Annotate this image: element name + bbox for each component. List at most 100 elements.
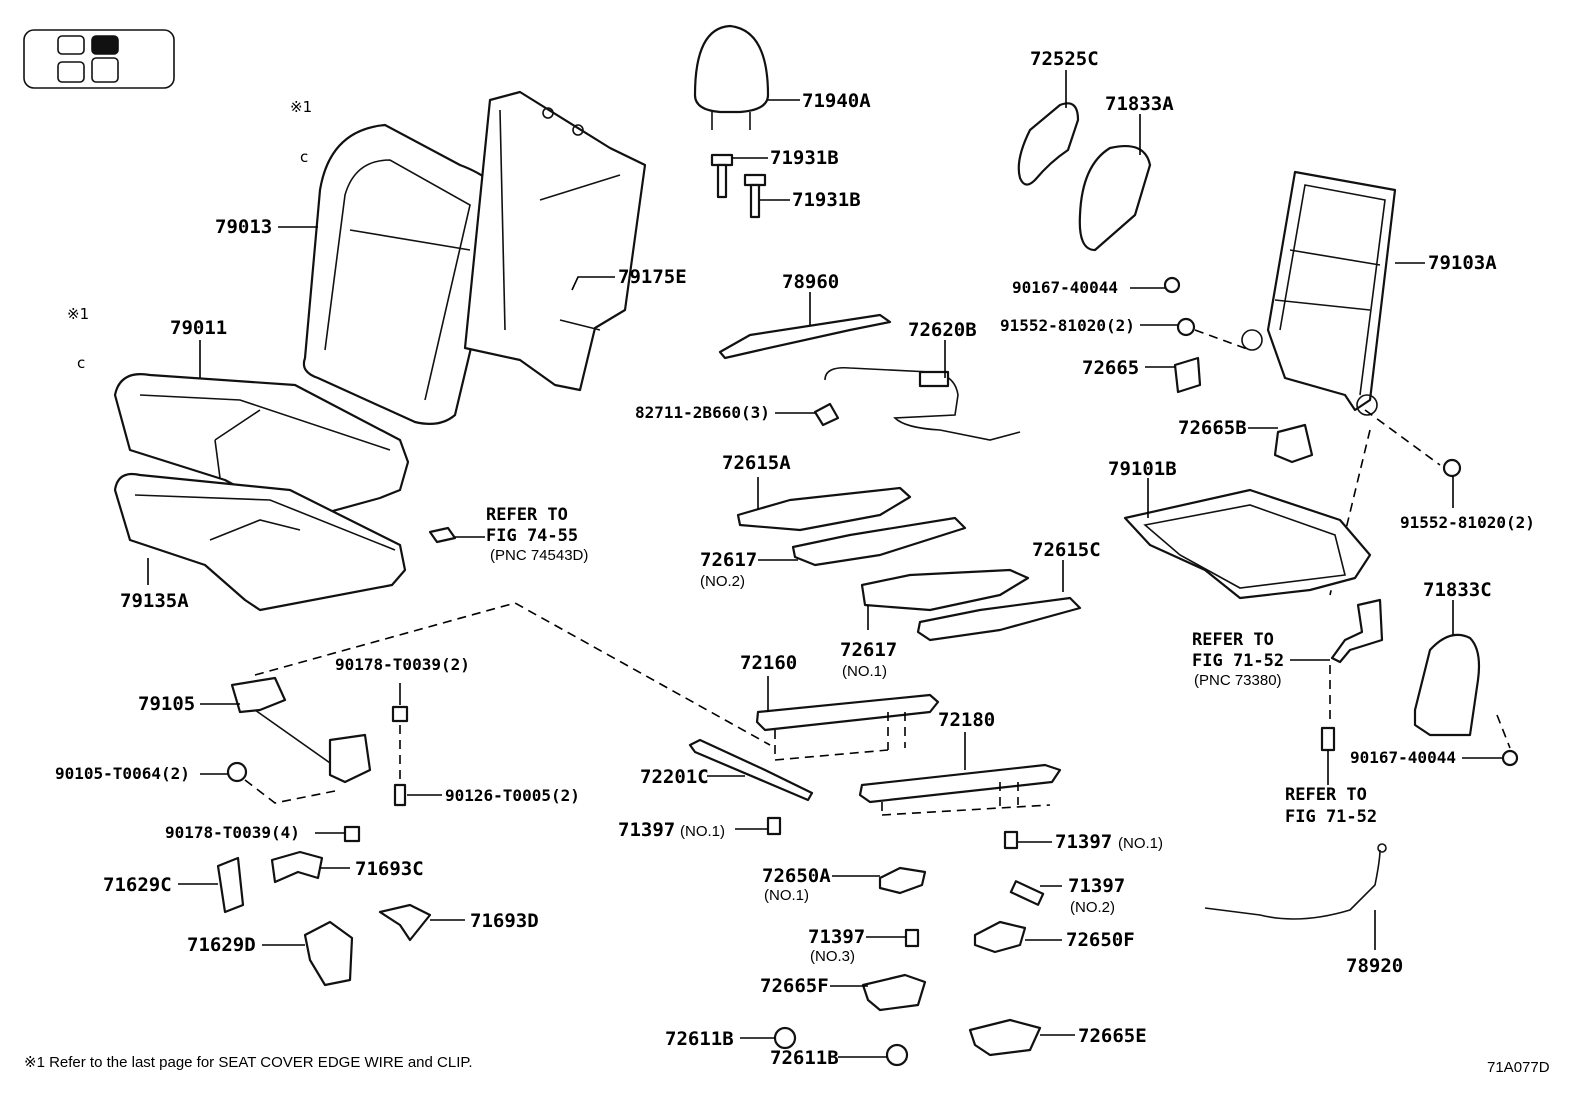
label-72665: 72665 bbox=[1082, 357, 1139, 379]
label-72665F: 72665F bbox=[760, 975, 829, 997]
wire-harness-72620B bbox=[824, 366, 1021, 441]
cover-71629D bbox=[303, 920, 354, 987]
label-79013: 79013 bbox=[215, 216, 272, 238]
seat-track-72180 bbox=[858, 763, 1062, 816]
bracket-refer-73380 bbox=[1330, 598, 1384, 664]
label-90178-b: 90178-T0039(4) bbox=[165, 823, 300, 842]
label-82711: 82711-2B660(3) bbox=[635, 403, 770, 422]
refer2-line1: REFER TO bbox=[1192, 630, 1274, 650]
clip-72611B-b bbox=[885, 1043, 909, 1067]
label-79105: 79105 bbox=[138, 693, 195, 715]
cable-78920 bbox=[1204, 849, 1381, 920]
figure-code: 71A077D bbox=[1487, 1059, 1550, 1076]
label-91552-a: 91552-81020(2) bbox=[1000, 316, 1135, 335]
nut-90178-b bbox=[343, 825, 361, 843]
bolts-71397 bbox=[766, 816, 1045, 948]
refer1-line1: REFER TO bbox=[486, 505, 568, 525]
note-71397-c: (NO.2) bbox=[1070, 899, 1115, 916]
cover-71629C bbox=[216, 856, 245, 914]
label-71931B-b: 71931B bbox=[792, 189, 861, 211]
label-90178-a: 90178-T0039(2) bbox=[335, 655, 470, 674]
label-90126: 90126-T0005(2) bbox=[445, 786, 580, 805]
label-71397-d: 71397 bbox=[808, 926, 865, 948]
label-90167-a: 90167-40044 bbox=[1012, 278, 1118, 297]
bolt-91552-b bbox=[1442, 458, 1462, 478]
refer-pad-piece bbox=[428, 526, 457, 544]
refer2-line3: (PNC 73380) bbox=[1194, 672, 1282, 689]
nut-90178-a bbox=[391, 705, 409, 723]
label-79101B: 79101B bbox=[1108, 458, 1177, 480]
label-71629D: 71629D bbox=[187, 934, 256, 956]
dash-right-lower bbox=[1329, 665, 1511, 749]
label-71833A: 71833A bbox=[1105, 93, 1174, 115]
clip-82711 bbox=[813, 402, 840, 427]
footnote-markers: ※1 c ※1 c bbox=[67, 98, 312, 372]
cushion-frame-cover-72615A bbox=[736, 486, 912, 532]
link-72201C bbox=[688, 738, 814, 802]
label-71833C: 71833C bbox=[1423, 579, 1492, 601]
headrest-support-71931B bbox=[710, 153, 767, 219]
label-72160: 72160 bbox=[740, 652, 797, 674]
refer1-line2: FIG 74-55 bbox=[486, 526, 578, 546]
dash-lower-left bbox=[244, 602, 771, 804]
label-79103A: 79103A bbox=[1428, 252, 1497, 274]
label-71397-a: 71397 bbox=[618, 819, 675, 841]
cover-71693C bbox=[270, 850, 324, 884]
clip-glyph-a: c bbox=[300, 148, 308, 166]
label-72180: 72180 bbox=[938, 709, 995, 731]
label-72650A: 72650A bbox=[762, 865, 831, 887]
refer3-line1: REFER TO bbox=[1285, 785, 1367, 805]
cover-72665E bbox=[968, 1018, 1042, 1057]
screw-90167-b bbox=[1501, 749, 1519, 767]
label-72617-no2: 72617 bbox=[700, 549, 757, 571]
cover-72665F bbox=[861, 973, 927, 1012]
seatback-cover-79013 bbox=[302, 123, 507, 425]
cable-78920-end bbox=[1377, 843, 1387, 853]
seat-position-icon bbox=[23, 29, 175, 89]
bolt-refer-7152 bbox=[1320, 726, 1336, 752]
label-72650F: 72650F bbox=[1066, 929, 1135, 951]
label-72201C: 72201C bbox=[640, 766, 709, 788]
seatback-frame-79103A bbox=[1241, 170, 1397, 416]
screw-90167-a bbox=[1163, 276, 1181, 294]
note-71397-a: (NO.1) bbox=[680, 823, 725, 840]
label-79135A: 79135A bbox=[120, 590, 189, 612]
clip-glyph-b: c bbox=[77, 354, 85, 372]
note-71397-d: (NO.3) bbox=[810, 948, 855, 965]
recliner-cover-71833A bbox=[1078, 144, 1152, 252]
label-71693C: 71693C bbox=[355, 858, 424, 880]
label-72615C: 72615C bbox=[1032, 539, 1101, 561]
cushion-bracket-72617-no1 bbox=[916, 596, 1082, 642]
part-labels: 79013 79011 79175E 79135A 79105 71940A 7… bbox=[55, 48, 1535, 1069]
belt-78960 bbox=[718, 313, 892, 360]
cushion-frame-cover-72615C bbox=[860, 568, 1030, 612]
cushion-bracket-72617-no2 bbox=[791, 516, 967, 567]
label-72620B: 72620B bbox=[908, 319, 977, 341]
label-71693D: 71693D bbox=[470, 910, 539, 932]
label-71629C: 71629C bbox=[103, 874, 172, 896]
recliner-cover-71833C bbox=[1413, 633, 1481, 737]
label-72615A: 72615A bbox=[722, 452, 791, 474]
label-90167-b: 90167-40044 bbox=[1350, 748, 1456, 767]
note-71397-b: (NO.1) bbox=[1118, 835, 1163, 852]
headrest-71940A bbox=[693, 24, 770, 130]
bracket-72665B bbox=[1273, 423, 1314, 464]
lever-72525C bbox=[1017, 102, 1080, 186]
footnote-mark-a: ※1 bbox=[290, 98, 312, 116]
bolt-90105 bbox=[226, 761, 248, 783]
label-91552-b: 91552-81020(2) bbox=[1400, 513, 1535, 532]
bracket-72650F bbox=[973, 920, 1027, 954]
clip-72611B-a bbox=[773, 1026, 797, 1050]
label-71397-b: 71397 bbox=[1055, 831, 1112, 853]
seat-track-72160 bbox=[755, 693, 940, 761]
note-72617-no1: (NO.1) bbox=[842, 663, 887, 680]
footnote: ※1 Refer to the last page for SEAT COVER… bbox=[24, 1054, 473, 1071]
label-71397-c: 71397 bbox=[1068, 875, 1125, 897]
seatback-cover-79175E bbox=[463, 90, 647, 392]
bolt-90126 bbox=[393, 783, 407, 807]
label-78920: 78920 bbox=[1346, 955, 1403, 977]
label-79175E: 79175E bbox=[618, 266, 687, 288]
label-72611B-a: 72611B bbox=[665, 1028, 734, 1050]
seat-cushion-cover-79011 bbox=[113, 373, 410, 522]
